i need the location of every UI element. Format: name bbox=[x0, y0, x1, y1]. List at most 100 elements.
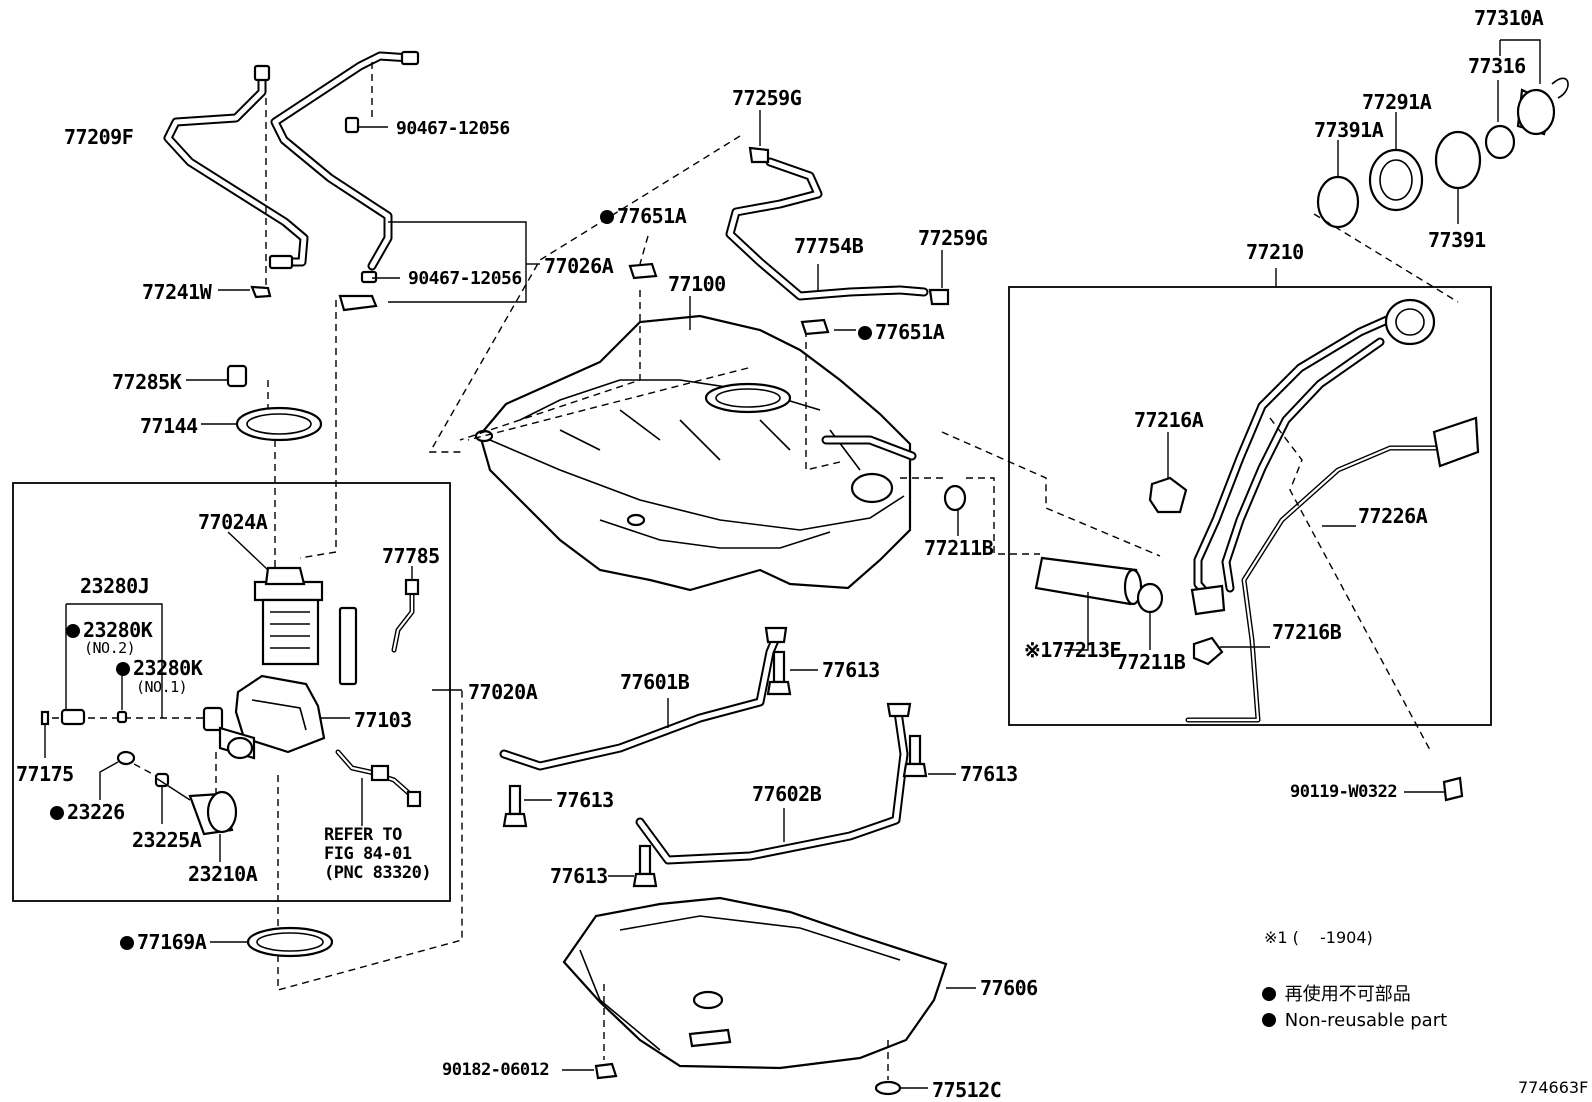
legend-text-jp: 再使用不可部品 bbox=[1284, 984, 1411, 1005]
label-77210: 77210 bbox=[1246, 240, 1304, 264]
legend-text-en: Non-reusable part bbox=[1284, 1010, 1448, 1031]
label-77785: 77785 bbox=[382, 544, 440, 568]
fuel-pump-assembly-box bbox=[12, 482, 451, 902]
protector-77606 bbox=[562, 896, 948, 1070]
label-77613-a: 77613 bbox=[822, 658, 880, 682]
label-77211b-left: 77211B bbox=[924, 536, 994, 560]
fuel-tube-77026a bbox=[270, 50, 420, 312]
pad-77651a-mid bbox=[800, 318, 830, 336]
label-23280k-no1: 23280K bbox=[116, 658, 203, 678]
label-77651a-mid: 77651A bbox=[858, 322, 945, 342]
nut-90182 bbox=[594, 1062, 618, 1080]
label-text: 23280K bbox=[83, 618, 153, 642]
label-77020a: 77020A bbox=[468, 680, 538, 704]
vent-tube-77754b bbox=[725, 157, 929, 301]
clip-90467-a bbox=[344, 116, 360, 134]
clip-77512c bbox=[874, 1080, 902, 1096]
refer-note: REFER TO FIG 84-01 (PNC 83320) bbox=[324, 825, 432, 883]
label-77144: 77144 bbox=[140, 414, 198, 438]
label-77613-d: 77613 bbox=[550, 864, 608, 888]
label-77602b: 77602B bbox=[752, 782, 822, 806]
label-no1: (NO.1) bbox=[136, 678, 188, 696]
retainer-ring-77144 bbox=[235, 406, 323, 442]
diagram-id: 774663F bbox=[1518, 1078, 1589, 1097]
pump-body bbox=[218, 726, 256, 760]
fuel-tube-77209f bbox=[163, 64, 309, 270]
clamp-77211b-right bbox=[1136, 582, 1164, 614]
label-77226a: 77226A bbox=[1358, 504, 1428, 528]
label-77316: 77316 bbox=[1468, 54, 1526, 78]
sub-tank-77103 bbox=[234, 674, 326, 754]
clip-77241w bbox=[250, 285, 272, 299]
label-23280j: 23280J bbox=[80, 574, 150, 598]
legend-footnote: ※1 ( -1904) bbox=[1264, 928, 1373, 947]
nonreusable-marker bbox=[116, 662, 130, 676]
label-77209f: 77209F bbox=[64, 125, 134, 149]
fuel-tank-77100 bbox=[474, 314, 912, 592]
o-ring-23280k-no1 bbox=[116, 710, 128, 724]
label-77391a: 77391A bbox=[1314, 118, 1384, 142]
filler-pipe-assembly-box bbox=[1008, 286, 1492, 726]
clamp-77259g-top bbox=[748, 146, 770, 164]
label-77754b: 77754B bbox=[794, 234, 864, 258]
clamp-77259g-right bbox=[928, 288, 950, 306]
fuel-pump-module-77024a bbox=[253, 566, 324, 666]
label-77024a: 77024A bbox=[198, 510, 268, 534]
clamp-77216b bbox=[1192, 636, 1224, 666]
nonreusable-marker bbox=[1262, 987, 1276, 1001]
gasket-23226 bbox=[116, 750, 136, 766]
label-77310a: 77310A bbox=[1474, 6, 1544, 30]
label-77291a: 77291A bbox=[1362, 90, 1432, 114]
label-no2: (NO.2) bbox=[84, 639, 136, 657]
bolt-77613-a bbox=[766, 650, 792, 696]
label-77512c: 77512C bbox=[932, 1078, 1002, 1102]
legend-nonreusable-en: Non-reusable part bbox=[1262, 1012, 1447, 1030]
band-77602b bbox=[635, 702, 912, 865]
label-23210a: 23210A bbox=[188, 862, 258, 886]
label-text: 77651A bbox=[617, 204, 687, 228]
hose-77213e bbox=[1034, 556, 1143, 606]
label-77259g-top: 77259G bbox=[732, 86, 802, 110]
label-90119: 90119-W0322 bbox=[1290, 782, 1398, 802]
label-23225a: 23225A bbox=[132, 828, 202, 852]
label-77175: 77175 bbox=[16, 762, 74, 786]
o-ring-23280k-no2 bbox=[60, 708, 86, 726]
label-77241w: 77241W bbox=[142, 280, 212, 304]
label-77213e: ※177213E bbox=[1024, 638, 1122, 662]
nonreusable-marker bbox=[66, 624, 80, 638]
label-77651a-top: 77651A bbox=[600, 204, 687, 228]
clamp-77211b-left bbox=[943, 484, 967, 512]
nonreusable-marker bbox=[858, 326, 872, 340]
gasket-77391a bbox=[1316, 175, 1360, 229]
clip-77175 bbox=[40, 710, 50, 726]
label-90467-a: 90467-12056 bbox=[396, 118, 510, 139]
label-77216a: 77216A bbox=[1134, 408, 1204, 432]
label-77216b: 77216B bbox=[1272, 620, 1342, 644]
label-text: 23226 bbox=[67, 800, 125, 824]
nonreusable-marker bbox=[600, 210, 614, 224]
label-90467-b: 90467-12056 bbox=[408, 268, 522, 289]
gasket-77391 bbox=[1434, 130, 1482, 190]
label-77601b: 77601B bbox=[620, 670, 690, 694]
bolt-77613-c bbox=[902, 734, 928, 778]
band-77601b bbox=[499, 626, 788, 771]
label-77103: 77103 bbox=[354, 708, 412, 732]
fuel-sender-77785 bbox=[338, 578, 420, 686]
nonreusable-marker bbox=[120, 936, 134, 950]
label-90182: 90182-06012 bbox=[442, 1060, 550, 1080]
fuel-pump-23210a bbox=[188, 790, 238, 836]
nonreusable-marker bbox=[1262, 1013, 1276, 1027]
label-23226: 23226 bbox=[50, 802, 125, 822]
label-77211b-right: 77211B bbox=[1116, 650, 1186, 674]
connector-77285k bbox=[226, 364, 248, 388]
label-77391: 77391 bbox=[1428, 228, 1486, 252]
filler-pipe-77210 bbox=[1190, 298, 1436, 616]
label-77613-c: 77613 bbox=[960, 762, 1018, 786]
label-text: 77169A bbox=[137, 930, 207, 954]
legend-nonreusable-jp: 再使用不可部品 bbox=[1262, 986, 1411, 1004]
label-77169a: 77169A bbox=[120, 930, 207, 954]
nonreusable-marker bbox=[50, 806, 64, 820]
harness-sender bbox=[335, 749, 422, 808]
bolt-77613-b bbox=[502, 784, 528, 828]
